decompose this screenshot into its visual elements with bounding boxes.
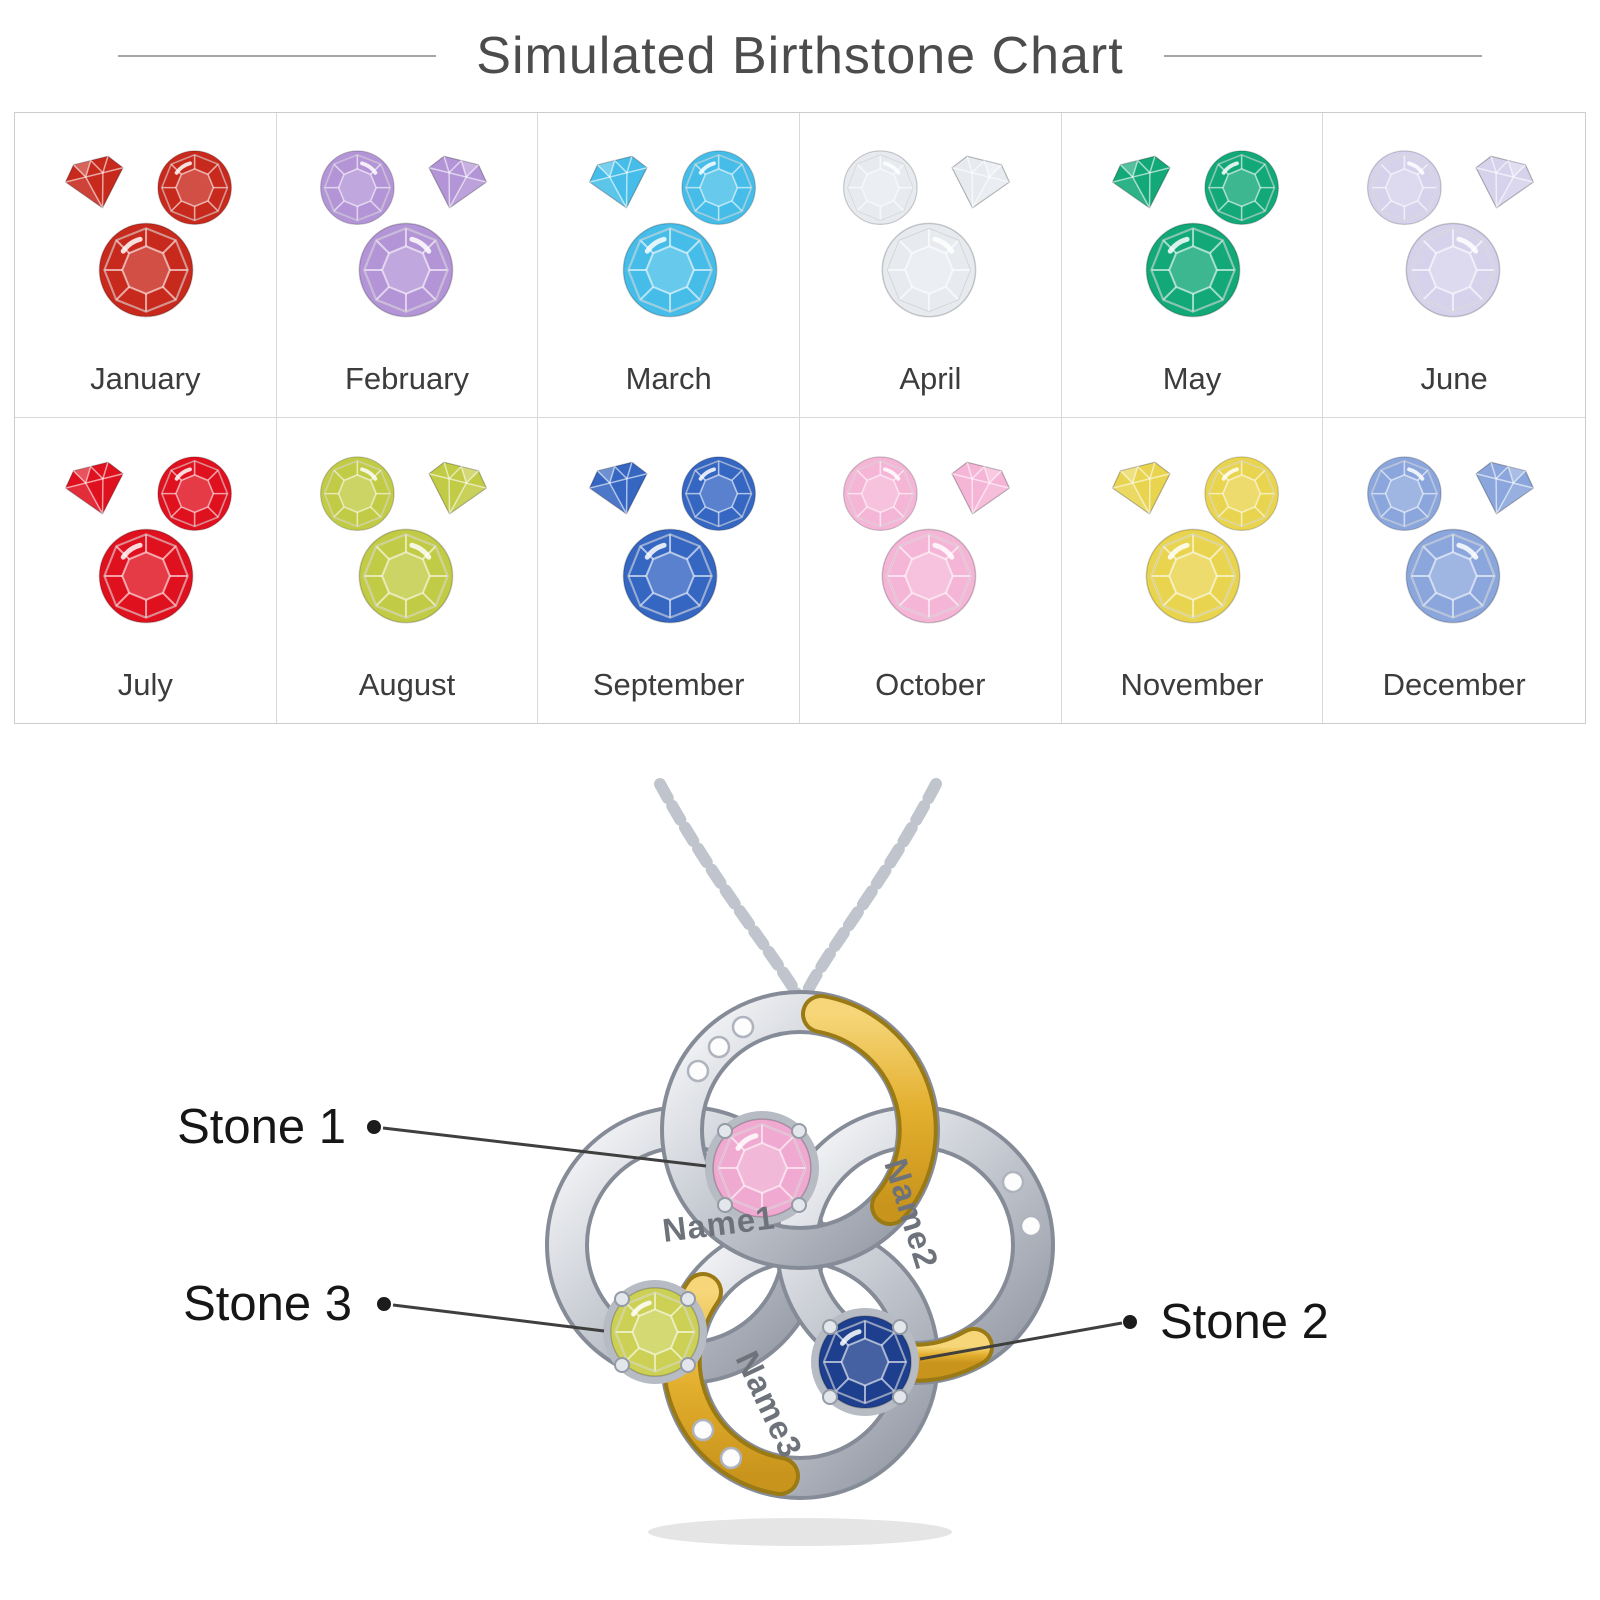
callout-stone-3: Stone 3 (183, 1277, 605, 1333)
month-cell-august: August (277, 418, 539, 723)
month-label: August (358, 667, 456, 702)
month-label: December (1382, 667, 1526, 702)
month-label: June (1420, 361, 1488, 396)
month-label: May (1162, 361, 1222, 396)
necklace-chain (654, 778, 942, 1000)
month-cell-may: May (1061, 113, 1324, 418)
month-cell-march: March (538, 113, 800, 418)
callout-label-stone-2: Stone 2 (1160, 1295, 1329, 1349)
callout-bullet (377, 1297, 391, 1311)
month-cell-july: July (15, 418, 277, 723)
birthstone-gems (823, 418, 1037, 657)
pendant-stone-1 (705, 1111, 819, 1225)
birthstone-gems (823, 113, 1037, 351)
pendant-section: Name1 Name2 Name3 Stone 1 Stone 3 Stone … (0, 770, 1600, 1600)
birthstone-gems (300, 113, 514, 351)
month-label: July (117, 667, 173, 702)
pendant-shadow (648, 1518, 952, 1546)
accent-cz-stones (686, 1015, 1043, 1470)
callout-bullet (367, 1120, 381, 1134)
month-label: March (625, 361, 712, 396)
month-label: October (875, 667, 986, 702)
necklace-illustration: Name1 Name2 Name3 Stone 1 Stone 3 Stone … (177, 778, 1329, 1546)
birthstone-gems (38, 113, 252, 351)
birthstone-gems (1085, 418, 1299, 657)
month-cell-september: September (538, 418, 800, 723)
month-label: September (592, 667, 745, 702)
callout-label-stone-3: Stone 3 (183, 1277, 352, 1331)
month-cell-june: June (1323, 113, 1585, 418)
page-title: Simulated Birthstone Chart (476, 27, 1124, 85)
title-decoration-left (118, 55, 437, 57)
month-label: January (90, 361, 201, 396)
month-label: April (899, 361, 962, 396)
month-label: November (1120, 667, 1264, 702)
month-cell-december: December (1323, 418, 1585, 723)
birthstone-gems (38, 418, 252, 657)
title-decoration-right (1163, 55, 1482, 57)
month-cell-april: April (799, 113, 1062, 418)
birthstone-chart: January February March April May June (14, 112, 1586, 724)
pendant-stone-2 (811, 1308, 919, 1416)
month-cell-february: February (276, 113, 539, 418)
birthstone-gems (1347, 418, 1561, 657)
callout-bullet (1123, 1315, 1137, 1329)
callout-stone-2: Stone 2 (919, 1295, 1329, 1361)
birthstone-gems (1347, 113, 1561, 351)
title-bar: Simulated Birthstone Chart (0, 0, 1600, 86)
month-cell-january: January (15, 113, 277, 418)
callout-label-stone-1: Stone 1 (177, 1100, 346, 1154)
callout-stone-1: Stone 1 (177, 1100, 707, 1168)
birthstone-gems (562, 418, 776, 657)
birthstone-gems (300, 418, 514, 657)
month-cell-october: October (800, 418, 1062, 723)
pendant-knot (545, 990, 1055, 1500)
birthstone-gems (1085, 113, 1299, 351)
month-cell-november: November (1062, 418, 1324, 723)
birthstone-gems (562, 113, 776, 351)
month-label: February (344, 361, 470, 396)
pendant-stone-3 (603, 1280, 707, 1384)
